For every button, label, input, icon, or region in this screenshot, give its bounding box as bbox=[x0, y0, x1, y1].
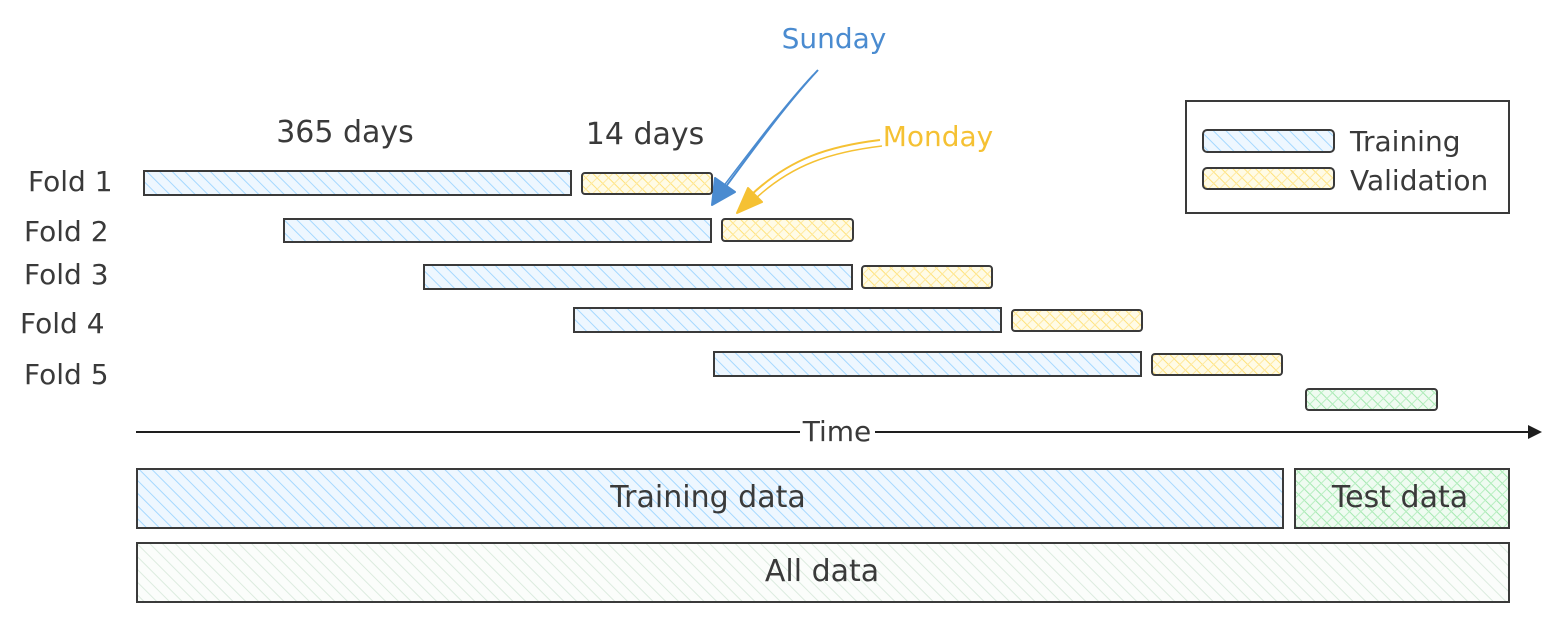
fold-1-training-bar bbox=[143, 170, 572, 196]
legend-swatch-training bbox=[1202, 129, 1335, 153]
fold-2-validation-bar bbox=[721, 218, 854, 242]
fold-1 bbox=[143, 170, 713, 196]
training-duration-label: 365 days bbox=[276, 115, 414, 150]
test-bar bbox=[1305, 388, 1438, 411]
fold-5-training-bar bbox=[713, 351, 1142, 377]
fold-5 bbox=[713, 351, 1283, 377]
fold-4-training-bar bbox=[573, 307, 1002, 333]
fold-3-validation-bar bbox=[861, 265, 993, 289]
fold-1-validation-bar bbox=[581, 172, 713, 195]
monday-arrow bbox=[736, 139, 883, 214]
legend: Training Validation bbox=[1185, 100, 1510, 214]
all-data-block: All data bbox=[136, 542, 1510, 603]
sunday-arrow bbox=[711, 69, 819, 206]
legend-box bbox=[1185, 100, 1510, 214]
legend-swatch-validation bbox=[1202, 167, 1335, 190]
fold-2 bbox=[283, 218, 854, 243]
fold-3-training-bar bbox=[423, 264, 853, 290]
legend-label-validation: Validation bbox=[1350, 164, 1488, 197]
fold-5-validation-bar bbox=[1151, 353, 1283, 376]
sunday-label: Sunday bbox=[782, 22, 887, 55]
fold-4 bbox=[573, 307, 1143, 333]
fold-label: Fold 4 bbox=[20, 307, 105, 340]
fold-label: Fold 3 bbox=[24, 258, 109, 291]
time-axis: Time bbox=[136, 415, 1542, 448]
training-data-label: Training data bbox=[609, 480, 805, 515]
fold-4-validation-bar bbox=[1011, 309, 1143, 332]
validation-duration-label: 14 days bbox=[586, 117, 705, 152]
fold-label: Fold 1 bbox=[28, 165, 113, 198]
time-axis-label: Time bbox=[802, 415, 872, 448]
fold-2-training-bar bbox=[283, 218, 712, 243]
monday-label: Monday bbox=[883, 120, 994, 153]
fold-label: Fold 2 bbox=[24, 215, 109, 248]
legend-label-training: Training bbox=[1349, 125, 1460, 158]
test-data-block: Test data bbox=[1294, 468, 1510, 529]
all-data-label: All data bbox=[765, 554, 879, 589]
fold-3 bbox=[423, 264, 993, 290]
training-data-block: Training data bbox=[136, 468, 1284, 529]
fold-label: Fold 5 bbox=[24, 358, 109, 391]
test-data-label: Test data bbox=[1331, 480, 1468, 515]
